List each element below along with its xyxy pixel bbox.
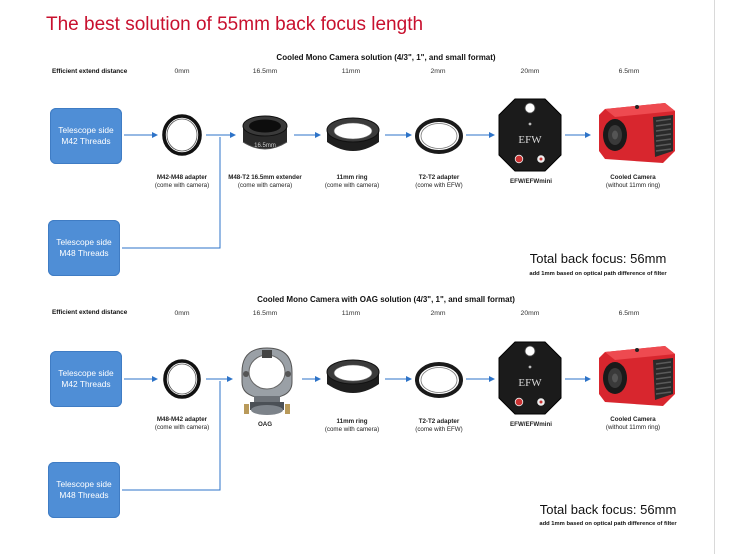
section-1-connectors	[122, 135, 590, 248]
section-2-connectors	[122, 379, 590, 490]
m48-connector	[122, 381, 220, 490]
m48-connector	[122, 137, 220, 248]
